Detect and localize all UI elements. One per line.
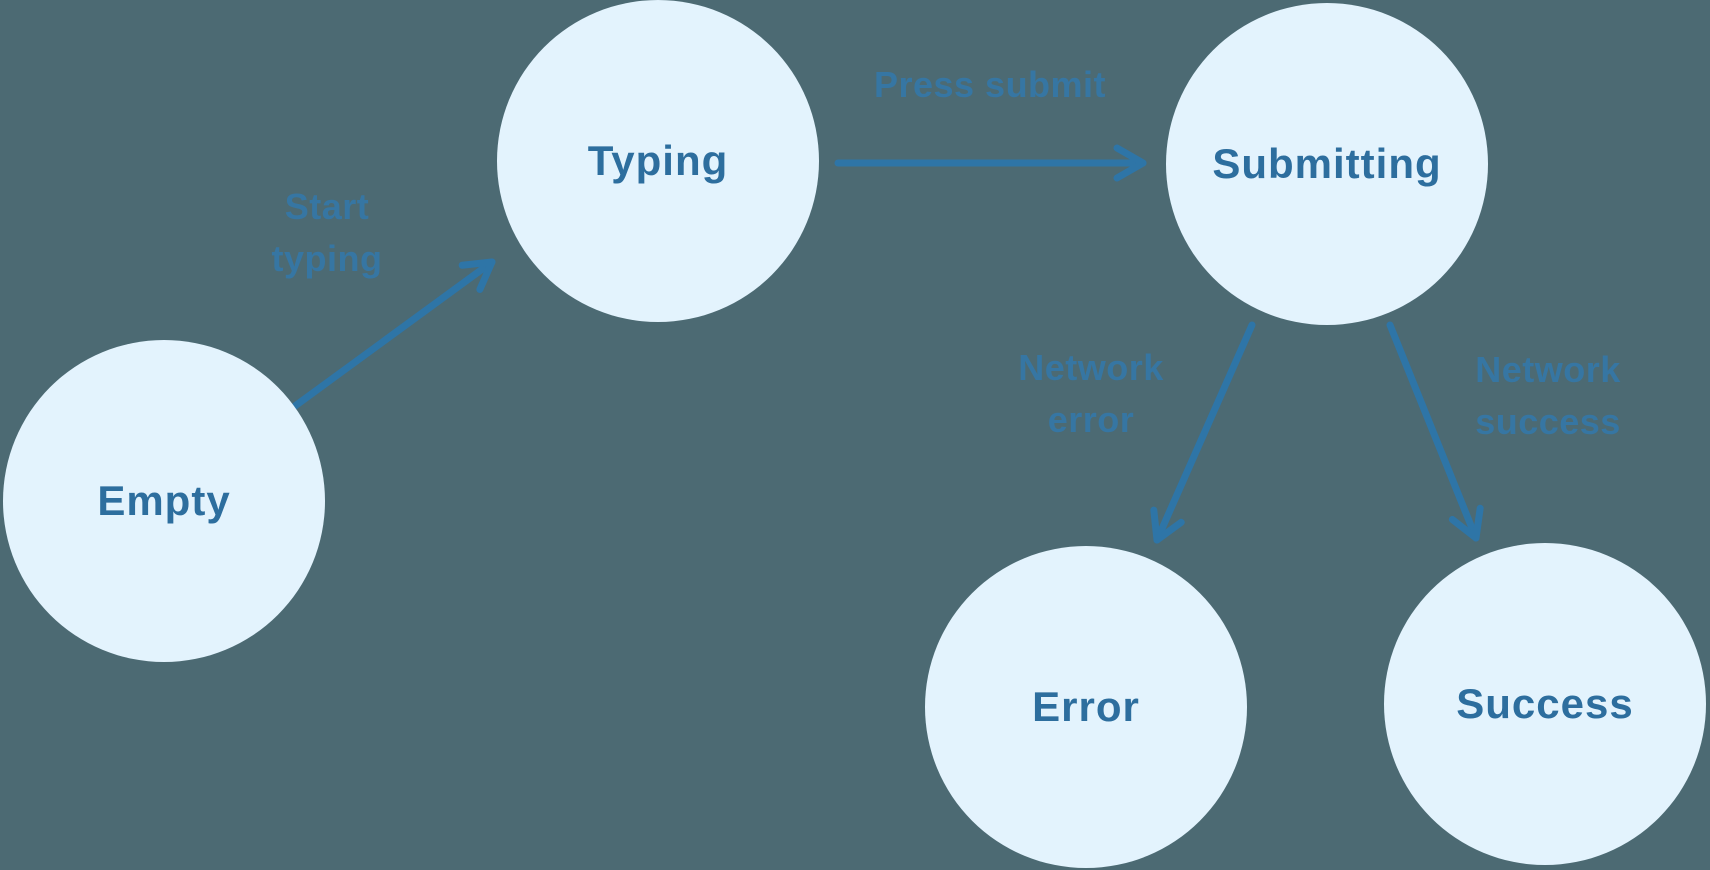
- state-node-label: Success: [1456, 680, 1634, 727]
- state-node-label: Error: [1032, 683, 1140, 730]
- state-node-typing: Typing: [497, 0, 819, 322]
- state-node-error: Error: [925, 546, 1247, 868]
- transition-label-start-typing: Start typing: [271, 186, 383, 279]
- state-node-label: Empty: [97, 477, 231, 524]
- arrow-network-success: [1386, 321, 1484, 542]
- transition-label-press-submit: Press submit: [873, 64, 1107, 105]
- state-node-success: Success: [1384, 543, 1706, 865]
- arrow-network-error: [1150, 321, 1256, 544]
- transition-label-network-error: Network error: [1018, 347, 1164, 440]
- state-node-label: Submitting: [1212, 140, 1442, 187]
- transition-label-network-success: Network success: [1475, 349, 1621, 442]
- arrow-start-typing: [291, 258, 496, 410]
- state-node-label: Typing: [587, 137, 729, 184]
- state-node-empty: Empty: [3, 340, 325, 662]
- state-node-submitting: Submitting: [1166, 3, 1488, 325]
